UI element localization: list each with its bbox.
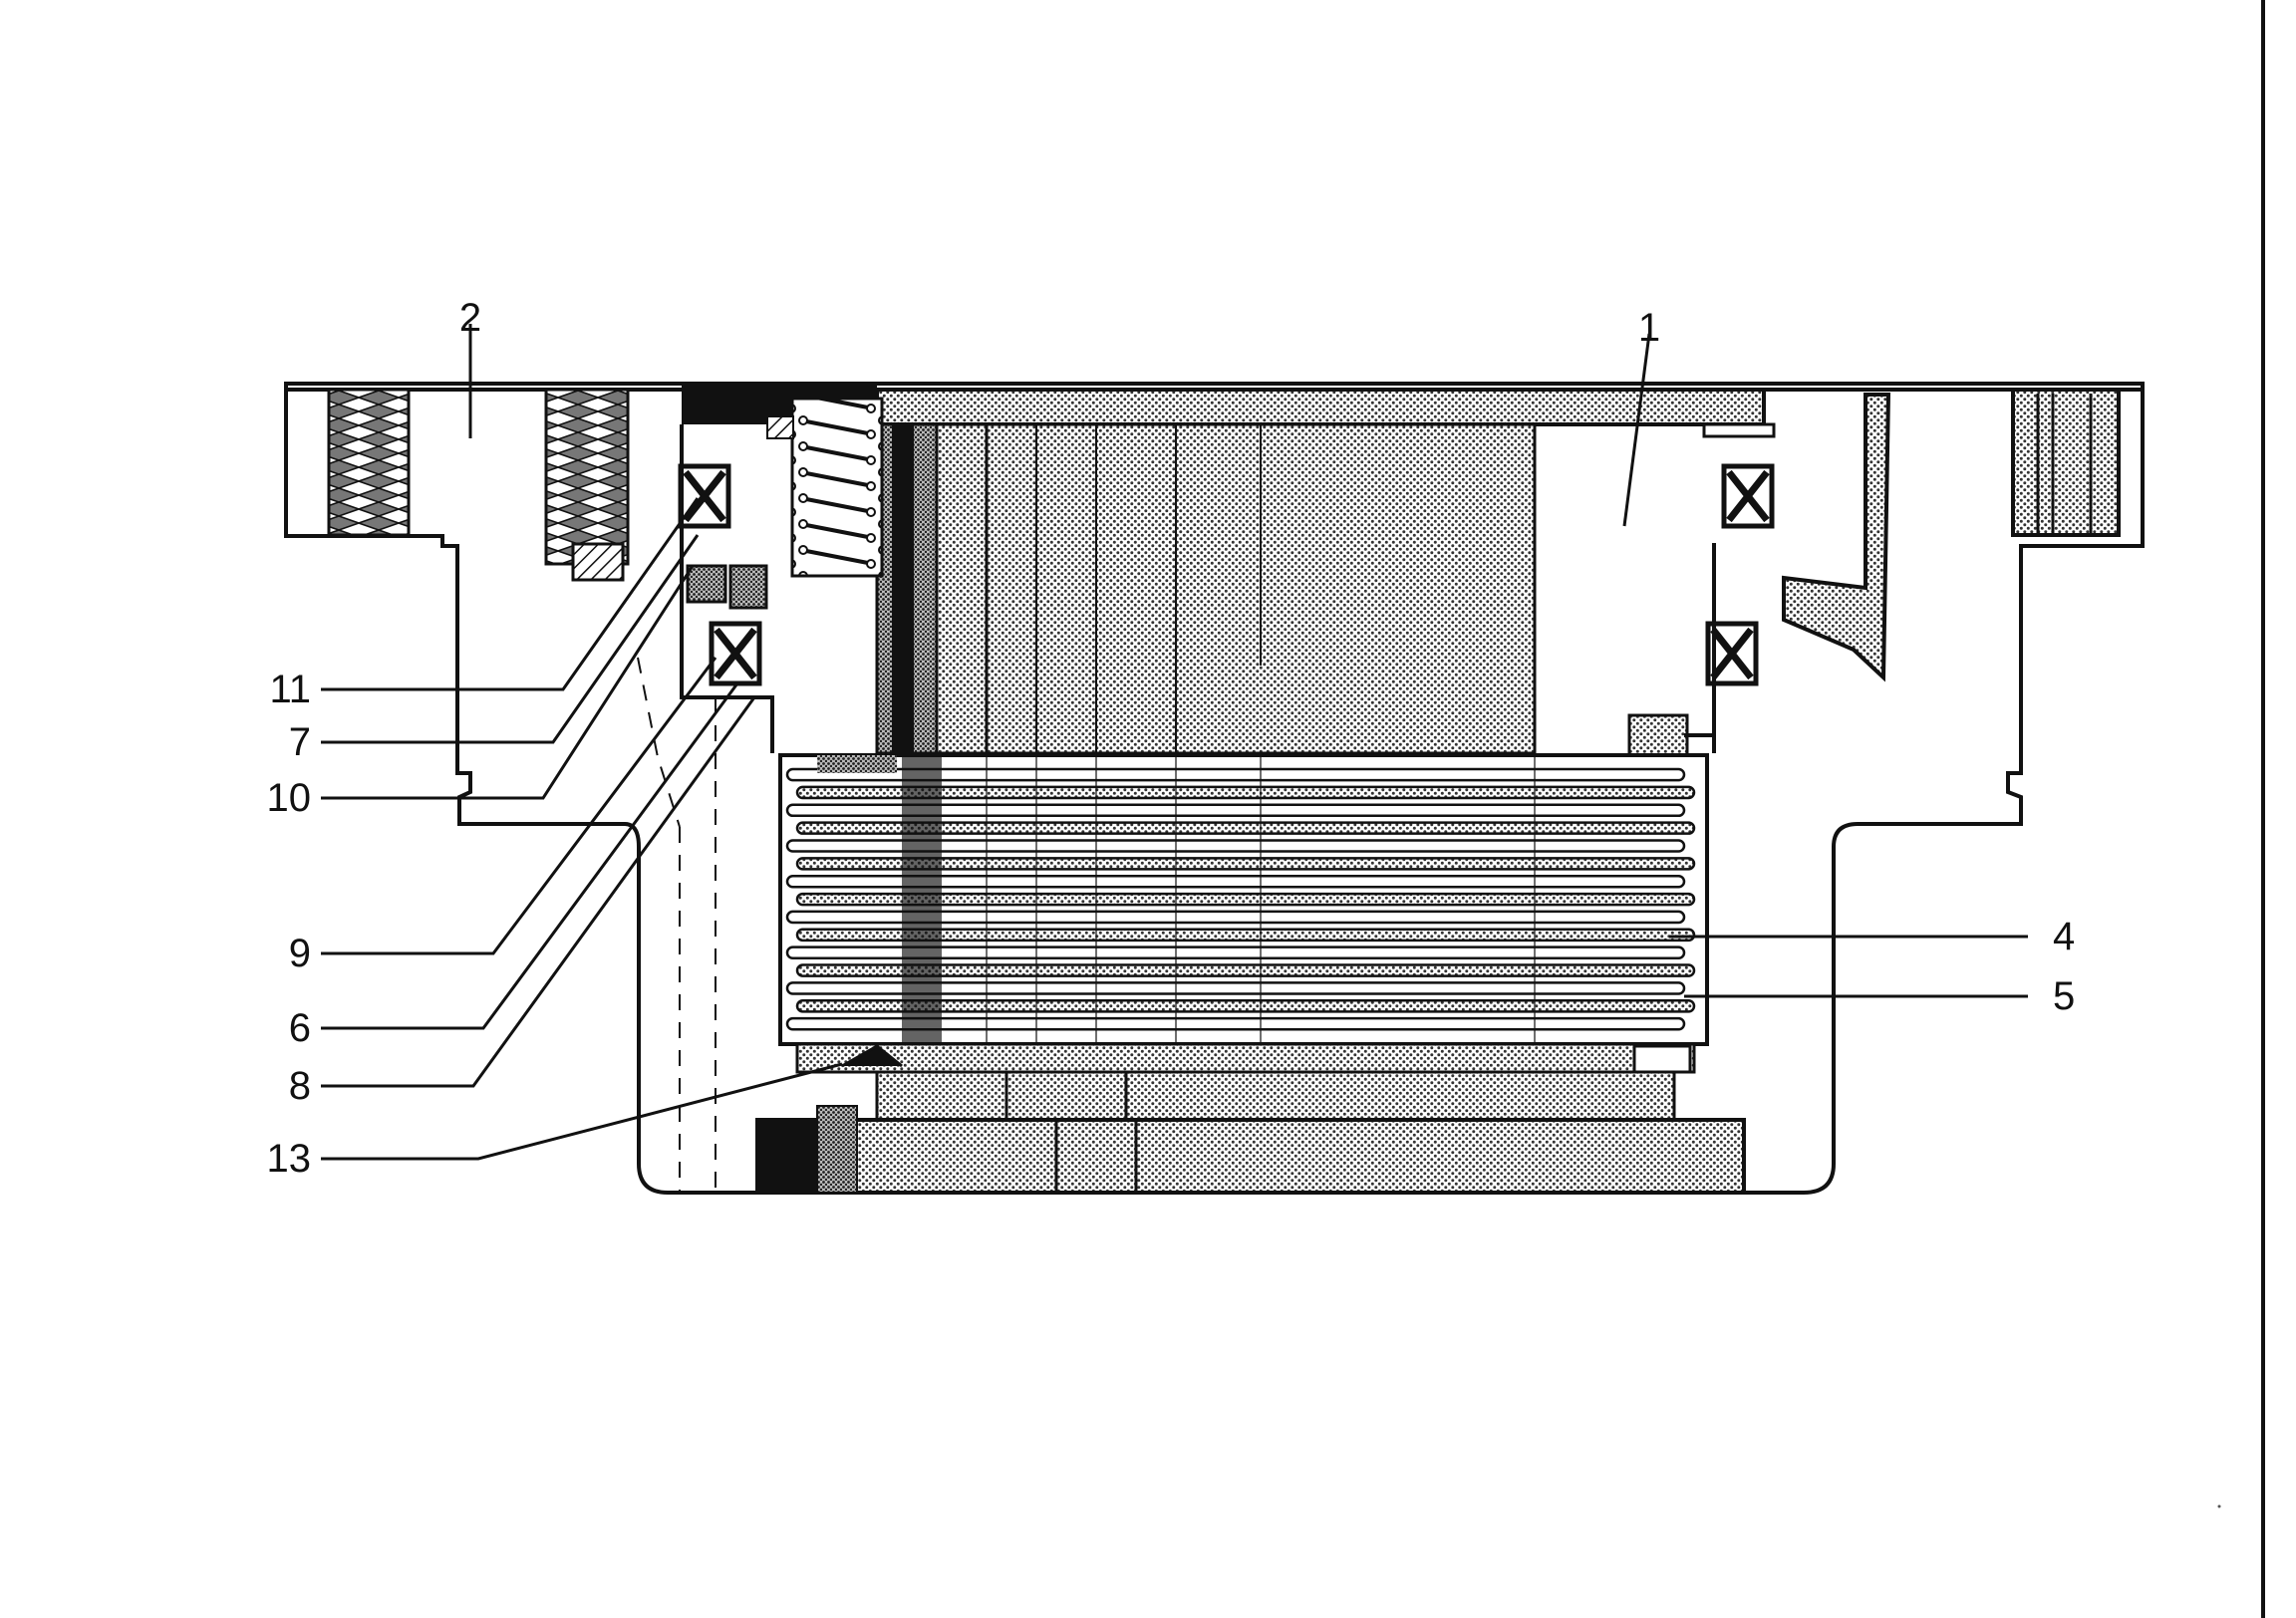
- callout-1: 1: [1638, 306, 1660, 350]
- right-diaphragm: [1782, 393, 1891, 682]
- callout-2: 2: [459, 296, 481, 340]
- inner-disc: [795, 999, 1696, 1013]
- callout-10: 10: [267, 776, 312, 820]
- right-flange-insert: [2011, 388, 2121, 537]
- outer-disc: [785, 803, 1686, 818]
- inner-disc: [795, 928, 1696, 943]
- upper-shaft: [875, 388, 1766, 426]
- seal-left-lower: [709, 621, 762, 686]
- callout-6: 6: [289, 1006, 311, 1050]
- inner-disc: [795, 857, 1696, 871]
- hidden-lines: [637, 657, 717, 1191]
- left-thread-bore-2: [544, 388, 630, 566]
- lower-ring: [875, 1070, 1676, 1122]
- housing-outline: [284, 382, 2145, 1195]
- hub-body: [935, 422, 1537, 755]
- seal-left-upper: [678, 463, 731, 529]
- callout-8: 8: [289, 1064, 311, 1108]
- outer-disc: [785, 910, 1686, 925]
- outer-disc: [785, 839, 1686, 853]
- inner-disc: [795, 785, 1696, 800]
- outer-disc: [785, 874, 1686, 889]
- outer-disc: [785, 767, 1686, 782]
- callout-4: 4: [2053, 915, 2075, 958]
- callout-5: 5: [2053, 974, 2075, 1018]
- pressure-ring: [795, 1042, 1696, 1074]
- inner-disc: [795, 821, 1696, 835]
- spring-pack: [790, 397, 884, 578]
- callout-9: 9: [289, 932, 311, 975]
- inner-disc: [795, 892, 1696, 907]
- disc-pack-dark-core: [902, 755, 942, 1044]
- callout-13: 13: [267, 1137, 312, 1181]
- inner-disc: [795, 963, 1696, 977]
- seal-right-upper: [1721, 463, 1775, 529]
- callout-7: 7: [289, 720, 311, 764]
- callout-11: 11: [269, 668, 311, 711]
- disc-pack: [785, 755, 1696, 1044]
- outer-disc: [785, 1016, 1686, 1031]
- callouts: 2 1 11 7 10 9 6 8 13 4 5: [267, 296, 2076, 1181]
- base-ring: [755, 1118, 1746, 1195]
- outer-disc: [785, 981, 1686, 995]
- stray-mark: [2217, 1504, 2221, 1508]
- outer-disc: [785, 945, 1686, 959]
- left-thread-bore: [327, 388, 411, 537]
